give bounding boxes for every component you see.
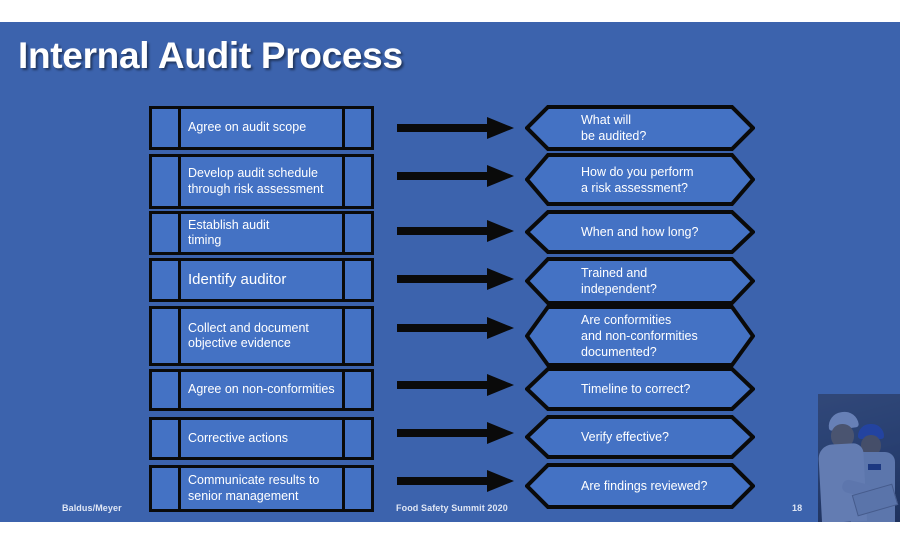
process-step-label: Collect and document objective evidence — [188, 320, 309, 351]
process-step-left-bar — [152, 109, 181, 147]
hexagon-shape — [525, 257, 755, 305]
hexagon-shape — [525, 153, 755, 206]
process-step-left-bar — [152, 214, 181, 252]
question-label: Timeline to correct? — [581, 382, 691, 396]
question-hexagon[interactable]: How do you perform a risk assessment? — [525, 153, 755, 206]
footer-event: Food Safety Summit 2020 — [396, 503, 508, 513]
process-step-label: Corrective actions — [188, 430, 289, 445]
process-step-box[interactable]: Develop audit schedule through risk asse… — [149, 154, 374, 209]
process-step-box[interactable]: Identify auditor — [149, 258, 374, 302]
question-label: Are findings reviewed? — [581, 479, 708, 493]
question-hexagon[interactable]: When and how long? — [525, 210, 755, 254]
question-label: How do you perform a risk assessment? — [581, 164, 694, 195]
question-label: What will be audited? — [581, 113, 647, 143]
process-step-box[interactable]: Corrective actions — [149, 417, 374, 460]
photo-blue-tint — [818, 394, 900, 522]
process-step-right-bar — [342, 214, 371, 252]
photo-content — [818, 394, 900, 522]
arrow-shaft — [397, 324, 489, 332]
process-step-label: Establish audit timing — [188, 217, 270, 248]
arrow-head — [487, 374, 514, 396]
arrow-head — [487, 317, 514, 339]
question-hexagon[interactable]: Verify effective? — [525, 415, 755, 459]
process-step-right-bar — [342, 372, 371, 408]
question-label: Are conformities and non-conformities do… — [581, 313, 698, 359]
arrow-shaft — [397, 429, 489, 437]
hexagon-shape — [525, 105, 755, 151]
arrow-shaft — [397, 477, 489, 485]
question-label: Verify effective? — [581, 430, 670, 444]
worker-photo — [818, 394, 900, 522]
arrow-head — [487, 470, 514, 492]
process-step-left-bar — [152, 261, 181, 299]
question-hexagon[interactable]: Are conformities and non-conformities do… — [525, 305, 755, 367]
process-step-left-bar — [152, 468, 181, 509]
arrow-shaft — [397, 124, 489, 132]
process-step-right-bar — [342, 309, 371, 363]
slide-canvas: Internal Audit Process Agree on audit sc… — [0, 22, 900, 522]
process-step-right-bar — [342, 420, 371, 457]
arrow-head — [487, 268, 514, 290]
process-step-right-bar — [342, 261, 371, 299]
arrow-shaft — [397, 381, 489, 389]
right-arrow-icon — [397, 220, 514, 242]
right-arrow-icon — [397, 317, 514, 339]
question-hexagon[interactable]: Are findings reviewed? — [525, 463, 755, 509]
right-arrow-icon — [397, 117, 514, 139]
right-arrow-icon — [397, 374, 514, 396]
footer-page-number: 18 — [792, 503, 803, 513]
process-step-box[interactable]: Establish audit timing — [149, 211, 374, 255]
process-step-right-bar — [342, 109, 371, 147]
photo-blue-wash — [818, 394, 900, 522]
process-step-right-bar — [342, 468, 371, 509]
hexagon-shape — [525, 210, 755, 254]
process-step-right-bar — [342, 157, 371, 206]
process-step-label: Agree on audit scope — [188, 120, 307, 135]
process-step-box[interactable]: Agree on non-conformities — [149, 369, 374, 411]
question-hexagon[interactable]: Trained and independent? — [525, 257, 755, 305]
process-step-box[interactable]: Agree on audit scope — [149, 106, 374, 150]
question-hexagon[interactable]: Timeline to correct? — [525, 367, 755, 411]
footer-author: Baldus/Meyer — [62, 503, 122, 513]
arrow-head — [487, 422, 514, 444]
process-step-left-bar — [152, 157, 181, 206]
right-arrow-icon — [397, 422, 514, 444]
process-step-label: Agree on non-conformities — [188, 382, 335, 397]
process-step-left-bar — [152, 372, 181, 408]
hexagon-shape — [525, 415, 755, 459]
arrow-shaft — [397, 172, 489, 180]
arrow-head — [487, 220, 514, 242]
process-step-left-bar — [152, 420, 181, 457]
question-hexagon[interactable]: What will be audited? — [525, 105, 755, 151]
page-title: Internal Audit Process — [18, 35, 403, 76]
process-step-left-bar — [152, 309, 181, 363]
hexagon-shape — [525, 463, 755, 509]
process-step-box[interactable]: Communicate results to senior management — [149, 465, 374, 512]
question-label: When and how long? — [581, 225, 699, 239]
arrow-shaft — [397, 275, 489, 283]
question-label: Trained and independent? — [581, 266, 657, 296]
right-arrow-icon — [397, 268, 514, 290]
process-step-label: Communicate results to senior management — [188, 473, 320, 503]
process-step-label: Develop audit schedule through risk asse… — [188, 166, 324, 196]
process-step-label: Identify auditor — [188, 271, 287, 288]
hexagon-shape — [525, 367, 755, 411]
arrow-head — [487, 165, 514, 187]
hexagon-shape — [525, 305, 755, 367]
process-step-box[interactable]: Collect and document objective evidence — [149, 306, 374, 366]
arrow-shaft — [397, 227, 489, 235]
right-arrow-icon — [397, 165, 514, 187]
arrow-head — [487, 117, 514, 139]
right-arrow-icon — [397, 470, 514, 492]
